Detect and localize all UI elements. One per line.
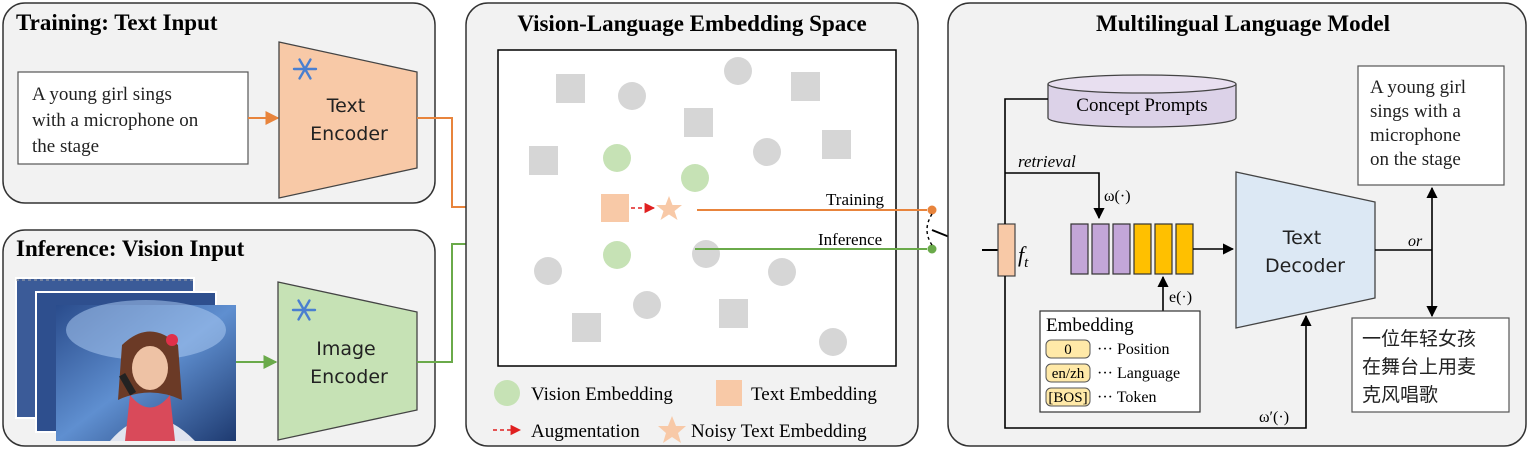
database-cylinder-icon (1047, 74, 1237, 128)
chinese-output-box (1351, 317, 1510, 413)
inference-endpoint (927, 244, 937, 254)
inference-vision-input-panel: Inference: Vision Input Image Encoder (2, 229, 436, 447)
grey-vision-embeddings (534, 57, 847, 356)
vision-embedding-point (603, 144, 631, 172)
training-panel-title: Training: Text Input (16, 10, 218, 35)
legend-augmentation-label: Augmentation (531, 421, 640, 442)
switch-arc (926, 213, 933, 246)
english-output-text: A young girl sings with a microphone on … (1370, 77, 1471, 170)
vision-embedding-point (603, 241, 631, 269)
embedding-space-title: Vision-Language Embedding Space (517, 11, 866, 36)
embedding-space-panel: Vision-Language Embedding Space (465, 2, 937, 447)
position-tag (1045, 339, 1091, 359)
image-encoder-label: Image Encoder (310, 338, 388, 388)
legend-text-label: Text Embedding (751, 384, 877, 405)
legend-vision-label: Vision Embedding (531, 384, 673, 405)
token-tag (1045, 387, 1091, 407)
vision-embedding-point (681, 164, 709, 192)
language-tag-text: en/zh (1052, 366, 1085, 382)
grey-text-embeddings (529, 72, 851, 342)
snowflake-icon (292, 58, 318, 80)
omega-prime-arrow (1004, 276, 1312, 429)
token-tag-text: [BOS] (1048, 390, 1087, 406)
caption-text: A young girl sings with a microphone on … (32, 84, 203, 157)
retrieval-arrow (1005, 172, 1105, 220)
or-label: or (1408, 233, 1423, 250)
language-model-title: Multilingual Language Model (1096, 11, 1390, 36)
language-model-panel: Multilingual Language Model ft Concept P… (947, 2, 1527, 447)
image-encoder (277, 281, 418, 441)
e-function-label: e(·) (1169, 289, 1192, 306)
text-decoder-label: Text Decoder (1265, 227, 1345, 277)
concept-prompts-label: Concept Prompts (1076, 95, 1207, 116)
caption-box (17, 71, 249, 165)
text-encoder (278, 41, 418, 199)
omega-label: ω(·) (1104, 188, 1131, 205)
embedding-box (1039, 310, 1201, 413)
snowflake-icon (291, 299, 317, 321)
inference-panel-title: Inference: Vision Input (16, 236, 245, 261)
text-embedding-point (601, 194, 629, 222)
star-icon (656, 196, 682, 220)
ft-to-prompts-line (1004, 98, 1048, 224)
legend-vision-marker (494, 380, 520, 406)
omega-prime-label: ω′(·) (1259, 409, 1289, 426)
ft-label: ft (1018, 242, 1029, 271)
language-row-label: ··· Language (1097, 365, 1180, 382)
chinese-output-text: 一位年轻女孩 在舞台上用麦 克风唱歌 (1362, 328, 1482, 406)
english-output-box (1357, 65, 1505, 186)
training-label: Training (826, 190, 884, 209)
training-endpoint (927, 205, 937, 215)
token-row-label: ··· Token (1097, 389, 1156, 406)
video-frames-image (15, 277, 236, 441)
position-row-label: ··· Position (1097, 341, 1169, 358)
prompt-tokens (1070, 223, 1194, 275)
training-text-input-panel: Training: Text Input A young girl sings … (2, 2, 436, 204)
retrieval-label: retrieval (1018, 152, 1076, 171)
embedding-title: Embedding (1046, 315, 1134, 336)
legend-text-marker (716, 380, 742, 406)
language-tag (1045, 363, 1091, 383)
ft-feature-block (997, 223, 1016, 277)
star-icon (658, 416, 686, 443)
text-decoder (1235, 171, 1376, 329)
position-tag-text: 0 (1064, 342, 1072, 358)
text-encoder-label: Text Encoder (310, 95, 388, 145)
inference-label: Inference (818, 230, 882, 249)
legend-noisy-label: Noisy Text Embedding (691, 421, 867, 442)
